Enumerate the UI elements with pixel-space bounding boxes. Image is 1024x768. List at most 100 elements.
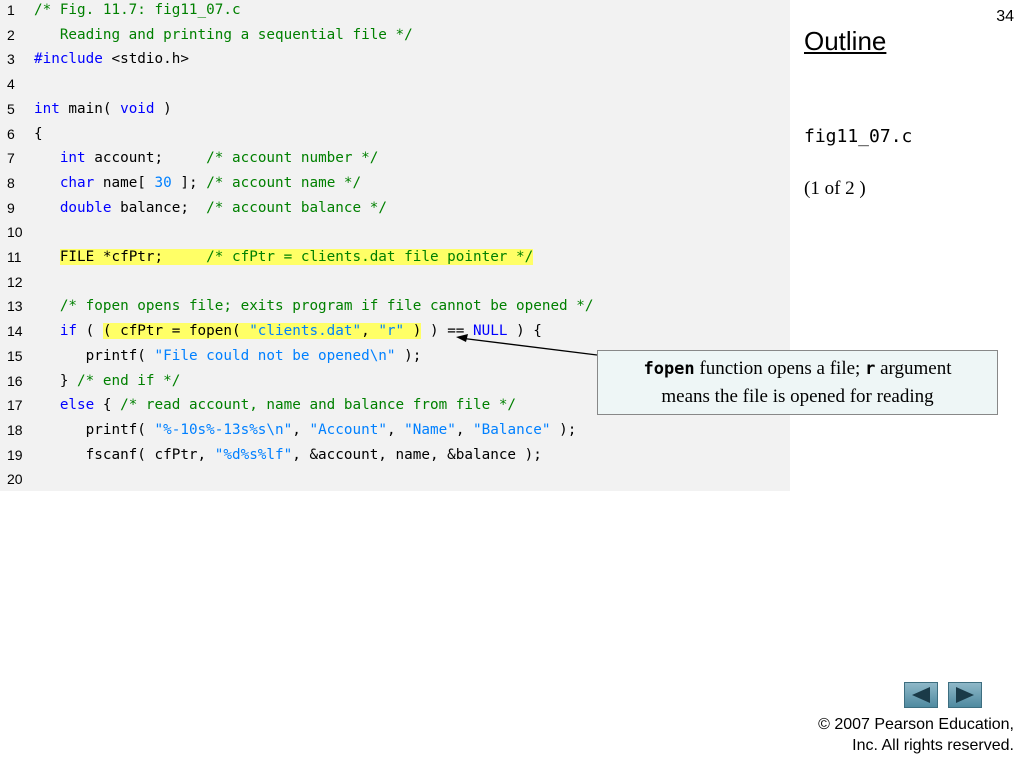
code-token: #include xyxy=(34,51,103,68)
line-number: 10 xyxy=(7,224,23,241)
code-token: /* account name */ xyxy=(206,174,362,191)
code-token: /* end if */ xyxy=(77,372,181,389)
code-token: else xyxy=(59,397,95,414)
callout-keyword-r: r xyxy=(865,359,876,379)
code-text: printf( "File could not be opened\n" ); xyxy=(34,344,422,369)
code-token: "Balance" xyxy=(473,421,551,438)
code-token xyxy=(34,397,60,413)
code-text: printf( "%-10s%-13s%s\n", "Account", "Na… xyxy=(34,418,577,443)
code-text: } /* end if */ xyxy=(34,369,181,394)
code-token: ) == xyxy=(421,323,474,340)
code-line: 18 printf( "%-10s%-13s%s\n", "Account", … xyxy=(0,418,790,443)
code-token: ]; xyxy=(171,174,207,191)
code-token: /* read account, name and balance from f… xyxy=(120,397,517,414)
code-token xyxy=(34,200,60,216)
line-number: 18 xyxy=(7,421,23,438)
callout-text-2: argument xyxy=(875,358,952,379)
code-token: "Name" xyxy=(404,421,456,438)
copyright-line-1: © 2007 Pearson Education, xyxy=(818,716,1014,733)
code-token: Reading and printing a sequential file *… xyxy=(34,26,413,43)
code-token: NULL xyxy=(473,323,508,340)
code-line: 10 xyxy=(0,220,790,245)
code-token: fscanf( cfPtr, xyxy=(34,446,215,463)
next-slide-button[interactable] xyxy=(948,682,982,708)
code-token: /* cfPtr = clients.dat file pointer */ xyxy=(206,249,534,265)
line-number: 7 xyxy=(7,150,15,167)
code-token xyxy=(34,323,60,339)
copyright-line-2: Inc. All rights reserved. xyxy=(852,737,1014,754)
code-line: 3 #include <stdio.h> xyxy=(0,47,790,72)
code-token: int xyxy=(59,150,86,167)
code-token: "%d%s%lf" xyxy=(214,446,293,463)
code-line: 15 printf( "File could not be opened\n" … xyxy=(0,344,790,369)
line-number: 1 xyxy=(7,2,15,18)
code-text: /* fopen opens file; exits program if fi… xyxy=(34,294,594,319)
page-indicator: (1 of 2 ) xyxy=(804,178,866,199)
code-line: 11 FILE *cfPtr; /* cfPtr = clients.dat f… xyxy=(0,245,790,270)
line-number: 12 xyxy=(7,273,23,290)
code-token: /* account number */ xyxy=(206,150,379,167)
code-token: if xyxy=(59,323,78,340)
code-text: int main( void ) xyxy=(34,97,172,122)
code-text: Reading and printing a sequential file *… xyxy=(34,23,413,48)
line-number: 15 xyxy=(7,347,23,364)
code-token: FILE *cfPtr; xyxy=(59,249,207,265)
callout-box: fopen function opens a file; r argument … xyxy=(597,350,998,415)
code-token: ) { xyxy=(507,323,542,340)
code-token: { xyxy=(94,397,121,414)
line-number: 16 xyxy=(7,372,23,389)
line-number: 5 xyxy=(7,100,15,117)
code-token: "clients.dat" xyxy=(249,323,362,340)
code-token: 30 xyxy=(154,174,172,191)
code-line: 20 xyxy=(0,467,790,492)
code-text: { xyxy=(34,122,43,147)
code-line: 7 int account; /* account number */ xyxy=(0,146,790,171)
code-token: account; xyxy=(85,150,207,167)
line-number: 14 xyxy=(7,323,23,340)
code-token: ); xyxy=(550,421,577,438)
code-token: <stdio.h> xyxy=(102,51,189,68)
code-line: 9 double balance; /* account balance */ xyxy=(0,196,790,221)
code-token: /* account balance */ xyxy=(206,199,387,216)
code-token: printf( xyxy=(34,347,155,364)
code-token: } xyxy=(34,372,78,389)
outline-link[interactable]: Outline xyxy=(804,26,887,56)
code-token xyxy=(34,249,60,265)
code-token: , xyxy=(361,323,379,340)
code-text: /* Fig. 11.7: fig11_07.c xyxy=(34,0,241,23)
code-text: double balance; /* account balance */ xyxy=(34,196,387,221)
code-text: else { /* read account, name and balance… xyxy=(34,393,516,418)
line-number: 19 xyxy=(7,446,23,463)
code-line: 17 else { /* read account, name and bala… xyxy=(0,393,790,418)
code-line: 4 xyxy=(0,72,790,97)
code-token: char xyxy=(59,174,95,191)
code-text: char name[ 30 ]; /* account name */ xyxy=(34,171,361,196)
code-token: void xyxy=(120,100,155,117)
file-name: fig11_07.c xyxy=(804,126,913,147)
code-token: double xyxy=(59,199,112,216)
code-token: , xyxy=(386,421,405,438)
code-text: int account; /* account number */ xyxy=(34,146,379,171)
code-line: 12 xyxy=(0,270,790,295)
line-number: 2 xyxy=(7,26,15,43)
code-line: 2 Reading and printing a sequential file… xyxy=(0,23,790,48)
line-number: 13 xyxy=(7,298,23,315)
code-token: "r" xyxy=(378,323,405,340)
code-line: 6{ xyxy=(0,122,790,147)
code-text: #include <stdio.h> xyxy=(34,47,189,72)
code-token: , &account, name, &balance ); xyxy=(292,446,542,463)
code-token: ) xyxy=(404,323,422,340)
code-token: main( xyxy=(59,100,121,117)
code-token xyxy=(34,175,60,191)
code-token: { xyxy=(34,125,43,142)
code-token: balance; xyxy=(111,199,207,216)
line-number: 3 xyxy=(7,51,15,68)
code-token: , xyxy=(292,421,310,438)
code-line: 13 /* fopen opens file; exits program if… xyxy=(0,294,790,319)
arrow-left-icon xyxy=(912,687,930,703)
code-token: "Account" xyxy=(309,421,387,438)
previous-slide-button[interactable] xyxy=(904,682,938,708)
code-token: "%-10s%-13s%s\n" xyxy=(154,421,293,438)
code-token: /* fopen opens file; exits program if fi… xyxy=(59,298,594,315)
